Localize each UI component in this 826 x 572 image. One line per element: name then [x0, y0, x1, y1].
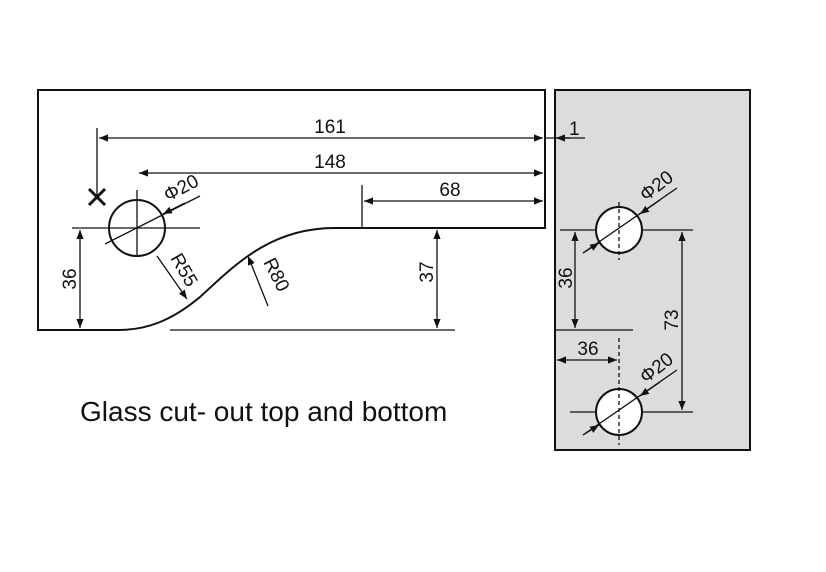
dim-73: 73	[662, 309, 683, 330]
dim-161: 161	[314, 117, 346, 138]
radius-r55: R55	[166, 250, 202, 291]
dim-36-left: 36	[60, 268, 81, 289]
glass-panel-left	[37, 89, 546, 331]
dim-36-horizontal: 36	[577, 339, 598, 360]
dim-37: 37	[417, 261, 438, 282]
caption: Glass cut- out top and bottom	[80, 396, 447, 427]
glass-panel-right	[554, 89, 751, 451]
left-view: 161 148 68 36 37 R55 R80 Φ20	[37, 89, 546, 331]
dim-36-vertical: 36	[556, 267, 577, 288]
radius-r80: R80	[259, 255, 294, 296]
dim-68: 68	[439, 180, 460, 201]
dim-1: 1	[569, 119, 580, 140]
dim-148: 148	[314, 152, 346, 173]
edge-gap-dimension: 1	[545, 119, 585, 142]
hole-diameter-left: Φ20	[160, 171, 202, 207]
right-view: Φ20 Φ20 36 36 73	[554, 89, 751, 451]
